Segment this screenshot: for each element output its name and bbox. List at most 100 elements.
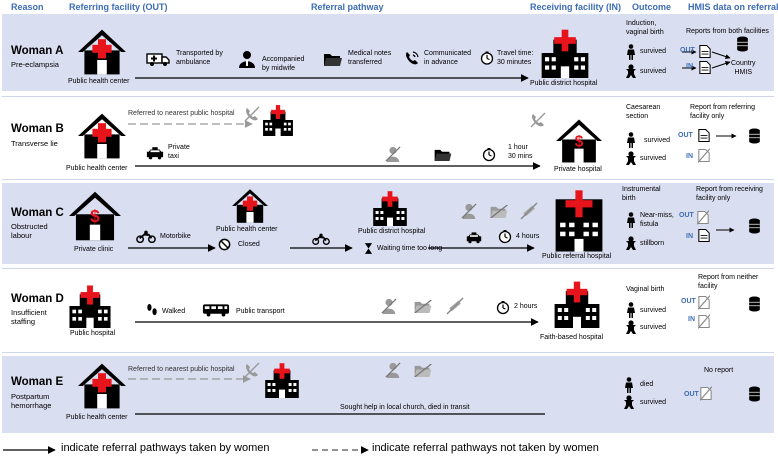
public-hospital-icon [260,104,296,136]
woman-a-dest: Public district hospital [530,80,598,87]
syringe-not-used-icon [446,297,464,315]
woman-c-closed: Closed [238,241,260,248]
midwife-absent-icon [460,203,478,219]
bus-icon [202,303,230,317]
header-reason: Reason [11,2,44,12]
woman-b-dest: Private hospital [554,166,602,173]
woman-d-mother-outcome: survived [640,307,667,314]
woman-e-name: Woman E [11,376,64,388]
closed-icon [218,238,231,251]
woman-d-outcome-title: Vaginal birth [626,286,665,293]
woman-a-step-communicated: Communicated in advance [424,50,472,66]
woman-a-mother-outcome: survived [640,48,667,55]
baby-icon [625,64,637,78]
woman-a-step-ambulance: Transported by ambulance [176,50,223,66]
midwife-absent-icon [384,362,402,378]
woman-e-mother-outcome: died [640,381,654,388]
baby-icon [625,320,637,334]
report-document-icon [699,44,711,59]
database-icon [748,296,761,312]
report-document-icon [699,60,711,75]
woman-d-baby-outcome: survived [640,324,667,331]
woman-c-outcome-title: Instrumental birth [622,186,661,202]
taxi-icon [146,147,164,160]
woman-c-waiting: Waiting time too long [377,245,443,252]
woman-b-outcome-title: Caesarean section [626,104,661,120]
clock-icon [498,229,512,244]
district-hospital-icon [539,28,591,78]
woman-e-origin: Public health center [66,414,128,421]
woman-a-origin: Public health center [68,78,130,85]
database-icon [748,128,761,144]
baby-icon [623,395,635,409]
notes-not-transferred-icon [414,300,432,313]
row-woman-b [2,96,774,180]
woman-d-dest: Faith-based hospital [540,334,604,341]
missing-report-icon [700,386,712,401]
woman-c-origin: Private clinic [74,246,114,253]
woman-c-baby-outcome: stillborn [640,240,665,247]
woman-e-reason: Postpartum hemorrhage [11,392,52,410]
woman-a-name: Woman A [11,45,64,57]
health-center-icon [74,112,130,160]
phone-icon [404,50,420,66]
baby-icon [625,236,637,250]
faith-based-hospital-icon [552,280,602,328]
woman-a-hmis-title: Reports from both facilities [686,28,769,35]
database-icon [748,386,761,402]
health-center-icon [74,28,130,76]
woman-b-referred-note: Referred to nearest public hospital [128,110,235,117]
header-referring-facility: Referring facility (OUT) [69,2,168,12]
header-outcome: Outcome [632,2,672,12]
missing-report-icon [698,148,710,163]
woman-d-walk: Walked [162,308,186,315]
folder-icon [434,148,452,161]
woman-a-step-notes: Medical notes transferred [348,50,392,66]
header-referral-pathway: Referral pathway [311,2,384,12]
baby-icon [625,151,637,165]
woman-a-baby-outcome: survived [640,68,667,75]
woman-c-out-label: OUT [679,212,694,219]
woman-a-in-label: IN [686,63,693,70]
woman-icon [624,377,634,393]
legend-taken: indicate referral pathways taken by wome… [61,442,270,454]
woman-d-origin: Public hospital [70,330,116,337]
woman-e-referred-note: Referred to nearest public hospital [128,366,235,373]
motorbike-icon [136,230,156,243]
clock-icon [496,300,510,315]
woman-e-out-label: OUT [684,391,699,398]
health-center-icon [230,188,270,224]
woman-d-hmis-title: Report from neither facility [698,274,759,290]
header-hmis: HMIS data on referral [688,2,778,12]
woman-d-reason: Insufficient staffing [11,308,47,326]
woman-d-bus: Public transport [236,308,285,315]
public-hospital-icon [262,362,302,398]
motorbike-icon [312,233,330,245]
public-hospital-icon [68,284,112,328]
woman-c-time: 4 hours [516,233,540,240]
woman-c-name: Woman C [11,207,64,219]
legend-not-taken: indicate referral pathways not taken by … [372,442,599,454]
walking-feet-icon [146,303,158,317]
woman-b-mode: Private taxi [168,144,190,160]
database-icon [748,218,761,234]
woman-c-hmis-title: Report from receiving facility only [696,186,763,202]
private-clinic-icon [68,190,122,242]
woman-icon [626,302,636,318]
woman-d-time: 2 hours [514,303,538,310]
report-document-icon [698,228,710,243]
woman-c-dest: Public referral hospital [542,253,612,260]
woman-c-mother-outcome: Near-miss, fistula [640,212,674,228]
woman-a-outcome-title: Induction, vaginal birth [626,20,664,36]
woman-b-time: 1 hour 30 mins [508,144,533,160]
woman-b-name: Woman B [11,123,64,135]
missing-report-icon [697,210,709,225]
hourglass-icon [364,242,373,255]
woman-b-hmis-title: Report from referring facility only [690,104,755,120]
health-center-icon [74,362,130,410]
woman-b-baby-outcome: survived [640,155,667,162]
phone-not-used-icon [244,106,260,122]
woman-c-reason: Obstructed labour [11,222,48,240]
woman-icon [626,44,636,60]
